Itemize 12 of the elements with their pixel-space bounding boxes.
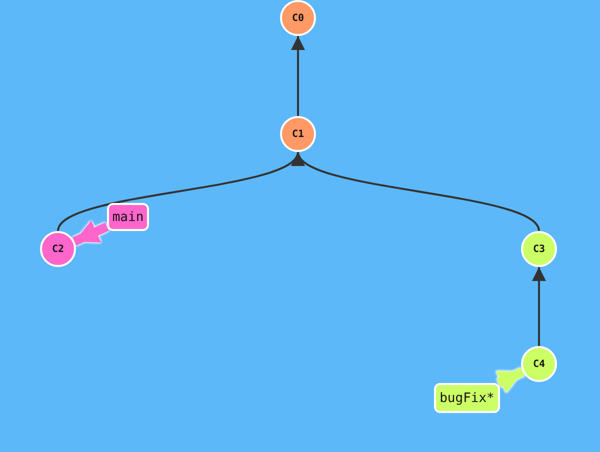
branch-label: main [107,203,149,231]
parent-arrow [532,267,546,346]
branch-pointer-arrow [72,220,109,246]
branch-label: bugFix* [434,383,500,413]
branch-pointer-arrow [496,368,525,393]
commit-circle: C1 [280,116,316,152]
commit-circle: C3 [521,231,557,267]
parent-arrow [57,152,299,232]
parent-arrow [291,36,305,116]
commit-circle: C2 [40,231,76,267]
commit-circle: C4 [521,346,557,382]
commit-circle: C0 [280,0,316,36]
